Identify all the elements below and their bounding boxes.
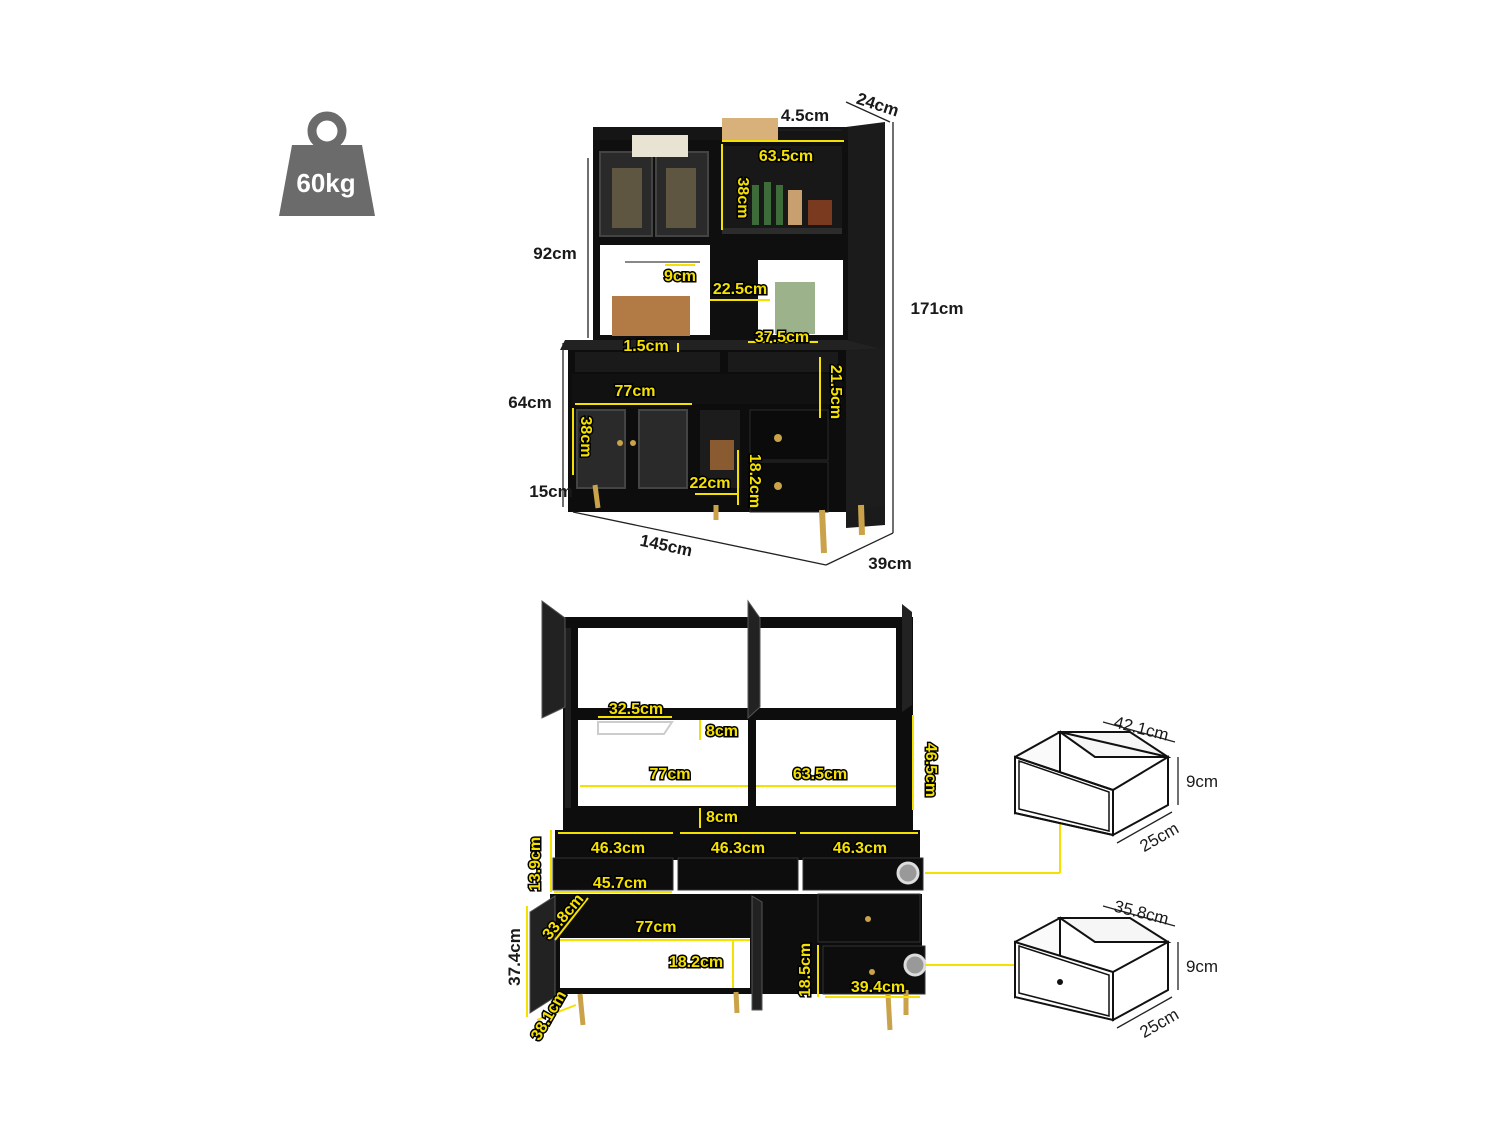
open-height-label: 46.5cm [922,743,939,797]
cubby-height-label: 21.5cm [827,365,844,419]
hutch-shelf-height-label: 38cm [734,178,751,219]
glass-rack-label: 9cm [664,268,696,285]
cubby-width-3-label: 46.3cm [833,840,887,857]
drawer-top-dim-lines [1102,721,1179,844]
base-door-height-label: 38cm [577,417,594,458]
right-shelf-width-label: 63.5cm [793,766,847,783]
cabinet-front-view [529,599,927,1031]
weight-label: 60kg [296,168,355,198]
weight-icon: 60kg [279,111,375,216]
drawer-top-detail [1014,730,1172,837]
counter-thickness-label: 1.5cm [623,338,668,355]
base-height-label: 64cm [508,393,551,412]
middle-opening-label: 22.5cm [713,281,767,298]
cabinet-height-label: 37.4cm [505,928,524,986]
drawer-stack-height-label: 18.5cm [797,943,814,997]
cabinet-perspective [560,118,885,554]
drawer-top-depth-label: 25cm [1136,819,1182,856]
top-dimension-lines [562,101,894,566]
drawer-front-width-label: 39.4cm [851,979,905,996]
bottom-yellow-lines [526,715,1061,1021]
cabinet-width-label: 77cm [636,919,677,936]
base-cabinet-width-label: 77cm [615,383,656,400]
rack-width-label: 32.5cm [609,701,663,718]
counter-depth-label: 37.5cm [755,329,809,346]
rack-gap-label: 8cm [706,723,738,740]
drawer-bottom-detail [1014,916,1172,1022]
top-yellow-lines [572,140,844,505]
depth-base-label: 39cm [868,554,911,573]
hutch-shelf-width-label: 63.5cm [759,148,813,165]
drawer-top-height-label: 9cm [1186,772,1218,791]
cubby-height-label: 13.9cm [527,837,544,891]
hutch-height-label: 92cm [533,244,576,263]
inner-cubby-height-label: 18.2cm [669,954,723,971]
drawer-width-label: 45.7cm [593,875,647,892]
left-shelf-width-label: 77cm [650,766,691,783]
counter-gap-label: 8cm [706,809,738,826]
cubby-width-1-label: 46.3cm [591,840,645,857]
drawer-bottom-dim-lines [1102,905,1179,1029]
total-height-label: 171cm [911,299,964,318]
cubby-width-2-label: 46.3cm [711,840,765,857]
leg-height-label: 15cm [529,482,572,501]
top-lip-label: 4.5cm [781,106,829,125]
drawer-knob-hole [1057,979,1063,985]
drawer-bottom-depth-label: 25cm [1136,1005,1182,1042]
small-cubby-height-label: 18.2cm [746,454,763,508]
drawer-bottom-height-label: 9cm [1186,957,1218,976]
small-cubby-width-label: 22cm [690,475,731,492]
